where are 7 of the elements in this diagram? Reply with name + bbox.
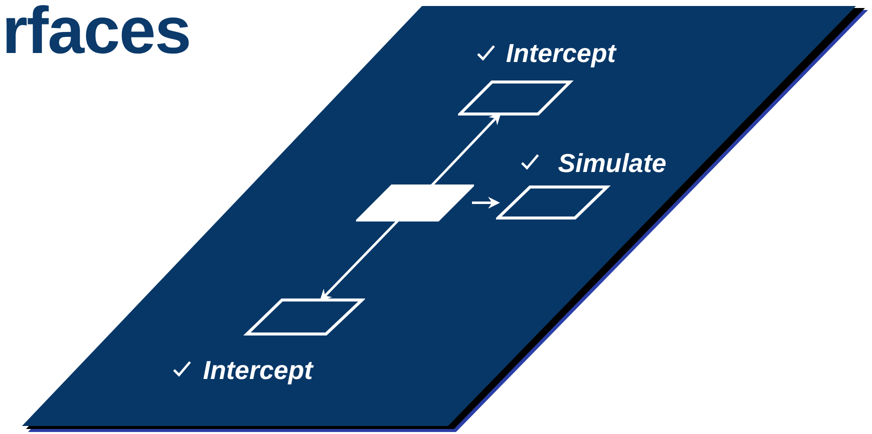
arrow [472, 196, 500, 209]
arrow [430, 112, 502, 187]
title: rfaces [2, 0, 190, 68]
node-label: Intercept [506, 38, 616, 68]
node-label: Simulate [558, 148, 666, 178]
arrow [320, 219, 400, 302]
node-label: Intercept [203, 355, 313, 385]
